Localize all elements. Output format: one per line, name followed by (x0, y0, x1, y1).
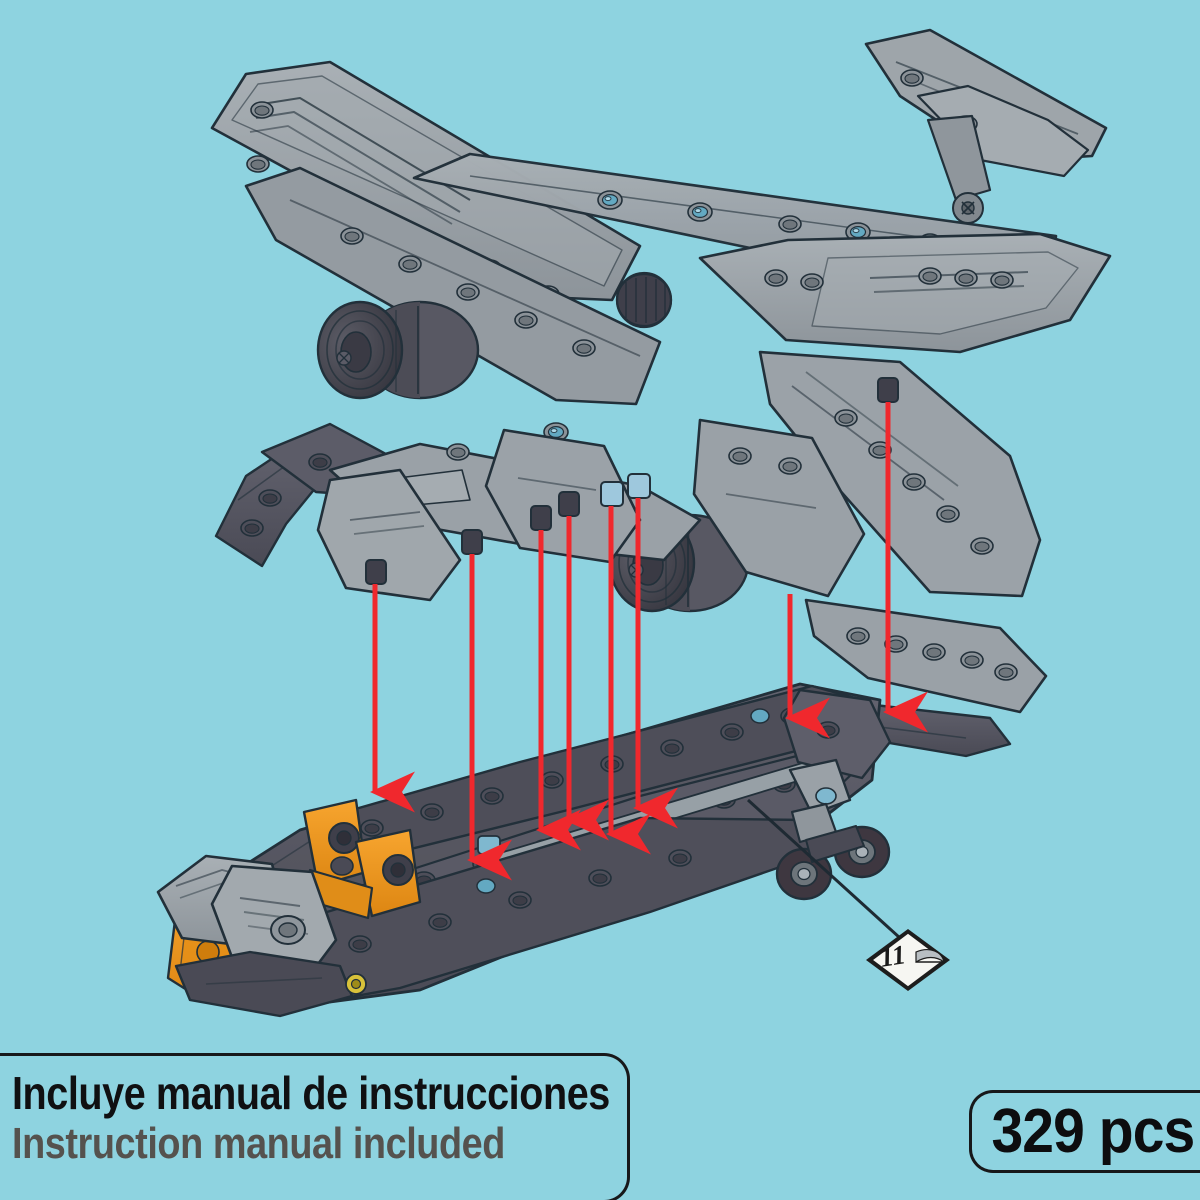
instruction-manual-caption: Incluye manual de instrucciones Instruct… (0, 1053, 630, 1200)
pieces-count-badge: 329 pcs (969, 1090, 1200, 1173)
turbine-engine-left (316, 300, 480, 400)
fuselage-assembly (156, 682, 892, 1018)
center-gear (615, 271, 673, 329)
right-outer-wing (758, 350, 1042, 598)
left-wing-lower-panel (244, 166, 662, 406)
step-badge-graphic (866, 929, 950, 991)
lower-fairing-left (316, 468, 462, 602)
pieces-count-label: 329 pcs (991, 1097, 1196, 1166)
step-leader-line (746, 798, 902, 940)
orange-connectors (302, 798, 422, 920)
step-number: 11 (877, 939, 908, 973)
right-wing-panel (698, 232, 1112, 354)
wing-connector-pins (365, 377, 899, 585)
wing-assembly (210, 28, 1112, 758)
tail-stabilizer (864, 28, 1108, 224)
nose-lower-body (174, 950, 367, 1018)
nose-cockpit-panels (156, 854, 338, 982)
step-badge: 11 (866, 929, 950, 991)
engine-pylon-panel (692, 418, 866, 598)
assembly-arrows (370, 402, 928, 881)
caption-spanish: Incluye manual de instrucciones (12, 1067, 610, 1119)
caption-english: Instruction manual included (12, 1118, 505, 1168)
right-wingtip-liftarm (804, 598, 1048, 714)
